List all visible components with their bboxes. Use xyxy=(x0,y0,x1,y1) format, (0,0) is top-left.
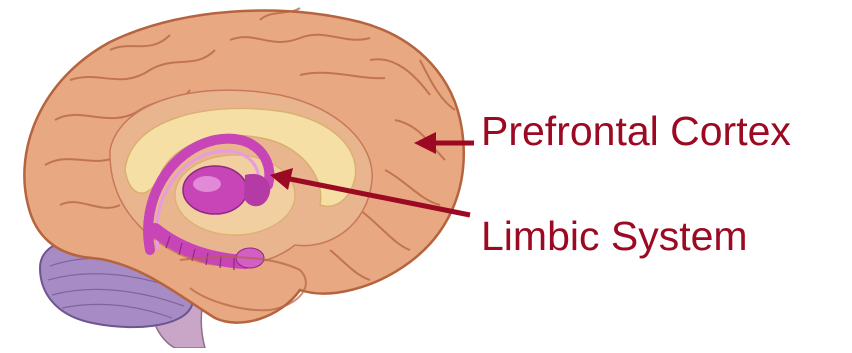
prefrontal-cortex-label: Prefrontal Cortex xyxy=(481,111,791,152)
limbic-system-label: Limbic System xyxy=(481,216,748,257)
